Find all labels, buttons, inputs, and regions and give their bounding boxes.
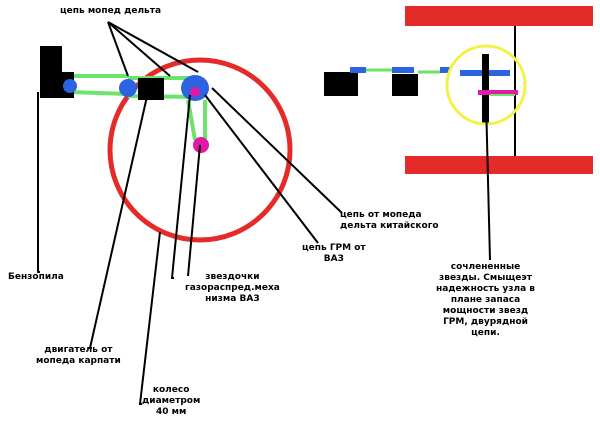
label-chainsaw: Бензопила (8, 272, 64, 282)
wheel-circle (107, 57, 293, 243)
top-sprocket-blue-c (440, 67, 450, 73)
chain-lower-segment (69, 90, 129, 96)
coupled-sprocket-magenta (478, 90, 518, 95)
leader-wheel (138, 231, 161, 405)
label-moped-chain-delta: цепь мопед дельта (60, 6, 162, 16)
top-sprocket-blue-a (350, 67, 366, 73)
label-coupled-sprockets: сочлененные звезды. Смыщеэт надежность у… (436, 262, 535, 338)
leader-motor (88, 91, 149, 349)
motor-block-top (392, 74, 418, 96)
chainsaw-block-top (324, 72, 358, 96)
leader-moped-chain-c (107, 21, 199, 73)
frame-top-bar (405, 6, 593, 26)
timing-sprocket-upper (190, 87, 200, 97)
leader-timing-sprockets-b (187, 144, 201, 277)
leader-delta-chinese-chain (211, 87, 343, 214)
label-motor-karpaty: двигатель от мопеда карпати (36, 345, 121, 366)
leader-timing-chain (204, 94, 319, 244)
leader-chainsaw (37, 92, 40, 273)
frame-bottom-bar (405, 156, 593, 174)
coupled-shaft (482, 54, 489, 124)
label-timing-sprockets: звездочки газораспред.меха низма ВАЗ (185, 272, 280, 304)
label-wheel-40mm: колесо диаметром 40 мм (142, 385, 201, 417)
label-timing-chain-vaz: цепь ГРМ от ВАЗ (302, 243, 366, 264)
timing-sprocket-lower (193, 137, 209, 153)
leader-moped-chain-b (107, 21, 171, 77)
chainsaw-sprocket (63, 79, 77, 93)
top-sprocket-blue-b (392, 67, 414, 73)
leader-moped-chain-a (107, 21, 129, 77)
leader-coupled (485, 99, 491, 261)
leader-timing-sprockets (170, 94, 191, 279)
label-chain-delta-chinese: цепь от мопеда дельта китайского (340, 210, 439, 231)
motor-sprocket (119, 79, 137, 97)
motor-block (138, 78, 164, 100)
